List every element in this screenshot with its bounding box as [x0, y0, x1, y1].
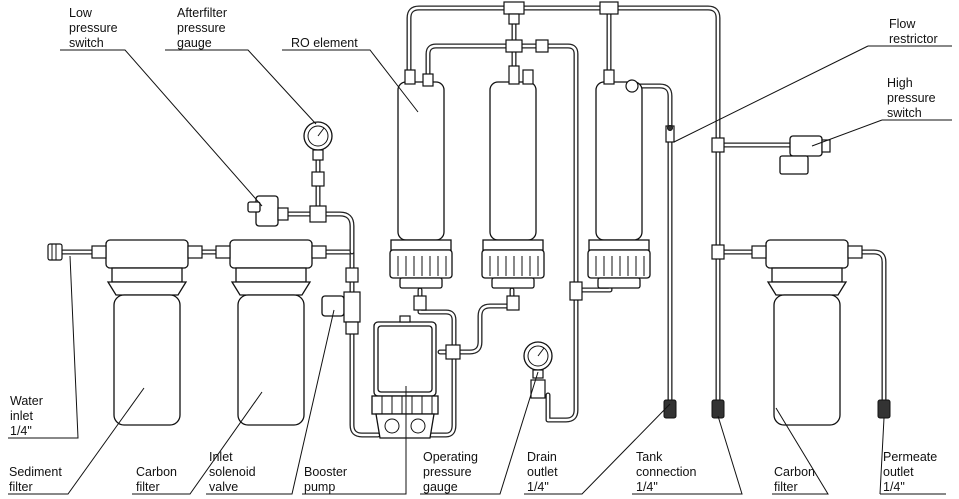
leader-lines [8, 45, 952, 495]
flow-restrictor-label: Flow restrictor [889, 17, 938, 46]
inlet-solenoid-valve [321, 267, 361, 335]
booster-pump [371, 315, 439, 439]
permeate-outlet-label: Permeate outlet 1/4" [883, 450, 941, 494]
outlet-fittings [663, 399, 891, 419]
ro-element-1 [389, 69, 453, 289]
ro-element-label: RO element [291, 36, 358, 50]
ro-element-3 [587, 69, 651, 289]
carbon-filter-2-housing [751, 239, 863, 426]
operating-pressure-gauge-label: Operating pressure gauge [423, 450, 481, 494]
carbon-filter-2-label: Carbon filter [774, 465, 818, 494]
high-pressure-switch-label: High pressure switch [887, 76, 939, 120]
sediment-filter-housing [91, 239, 203, 426]
carbon-filter-1-label: Carbon filter [136, 465, 180, 494]
afterfilter-pressure-gauge [303, 121, 333, 223]
sediment-filter-label: Sediment filter [9, 465, 65, 494]
ro-element-2 [481, 65, 545, 289]
water-inlet-fitting [47, 243, 63, 261]
pipes [57, 5, 887, 438]
manifold-fittings [413, 1, 725, 360]
drain-outlet-label: Drain outlet 1/4" [527, 450, 561, 494]
low-pressure-switch-label: Low pressure switch [69, 6, 121, 50]
flow-restrictor [665, 125, 675, 143]
booster-pump-label: Booster pump [304, 465, 351, 494]
tank-connection-label: Tank connection 1/4" [636, 450, 700, 494]
inlet-solenoid-valve-label: Inlet solenoid valve [209, 450, 259, 494]
afterfilter-pressure-gauge-label: Afterfilter pressure gauge [177, 6, 231, 50]
high-pressure-switch [779, 135, 831, 175]
water-inlet-label: Water inlet 1/4" [10, 394, 46, 438]
labels: Low pressure switch Afterfilter pressure… [9, 6, 941, 494]
low-pressure-switch [247, 195, 289, 227]
operating-pressure-gauge [523, 341, 553, 399]
carbon-filter-1-housing [215, 239, 327, 426]
